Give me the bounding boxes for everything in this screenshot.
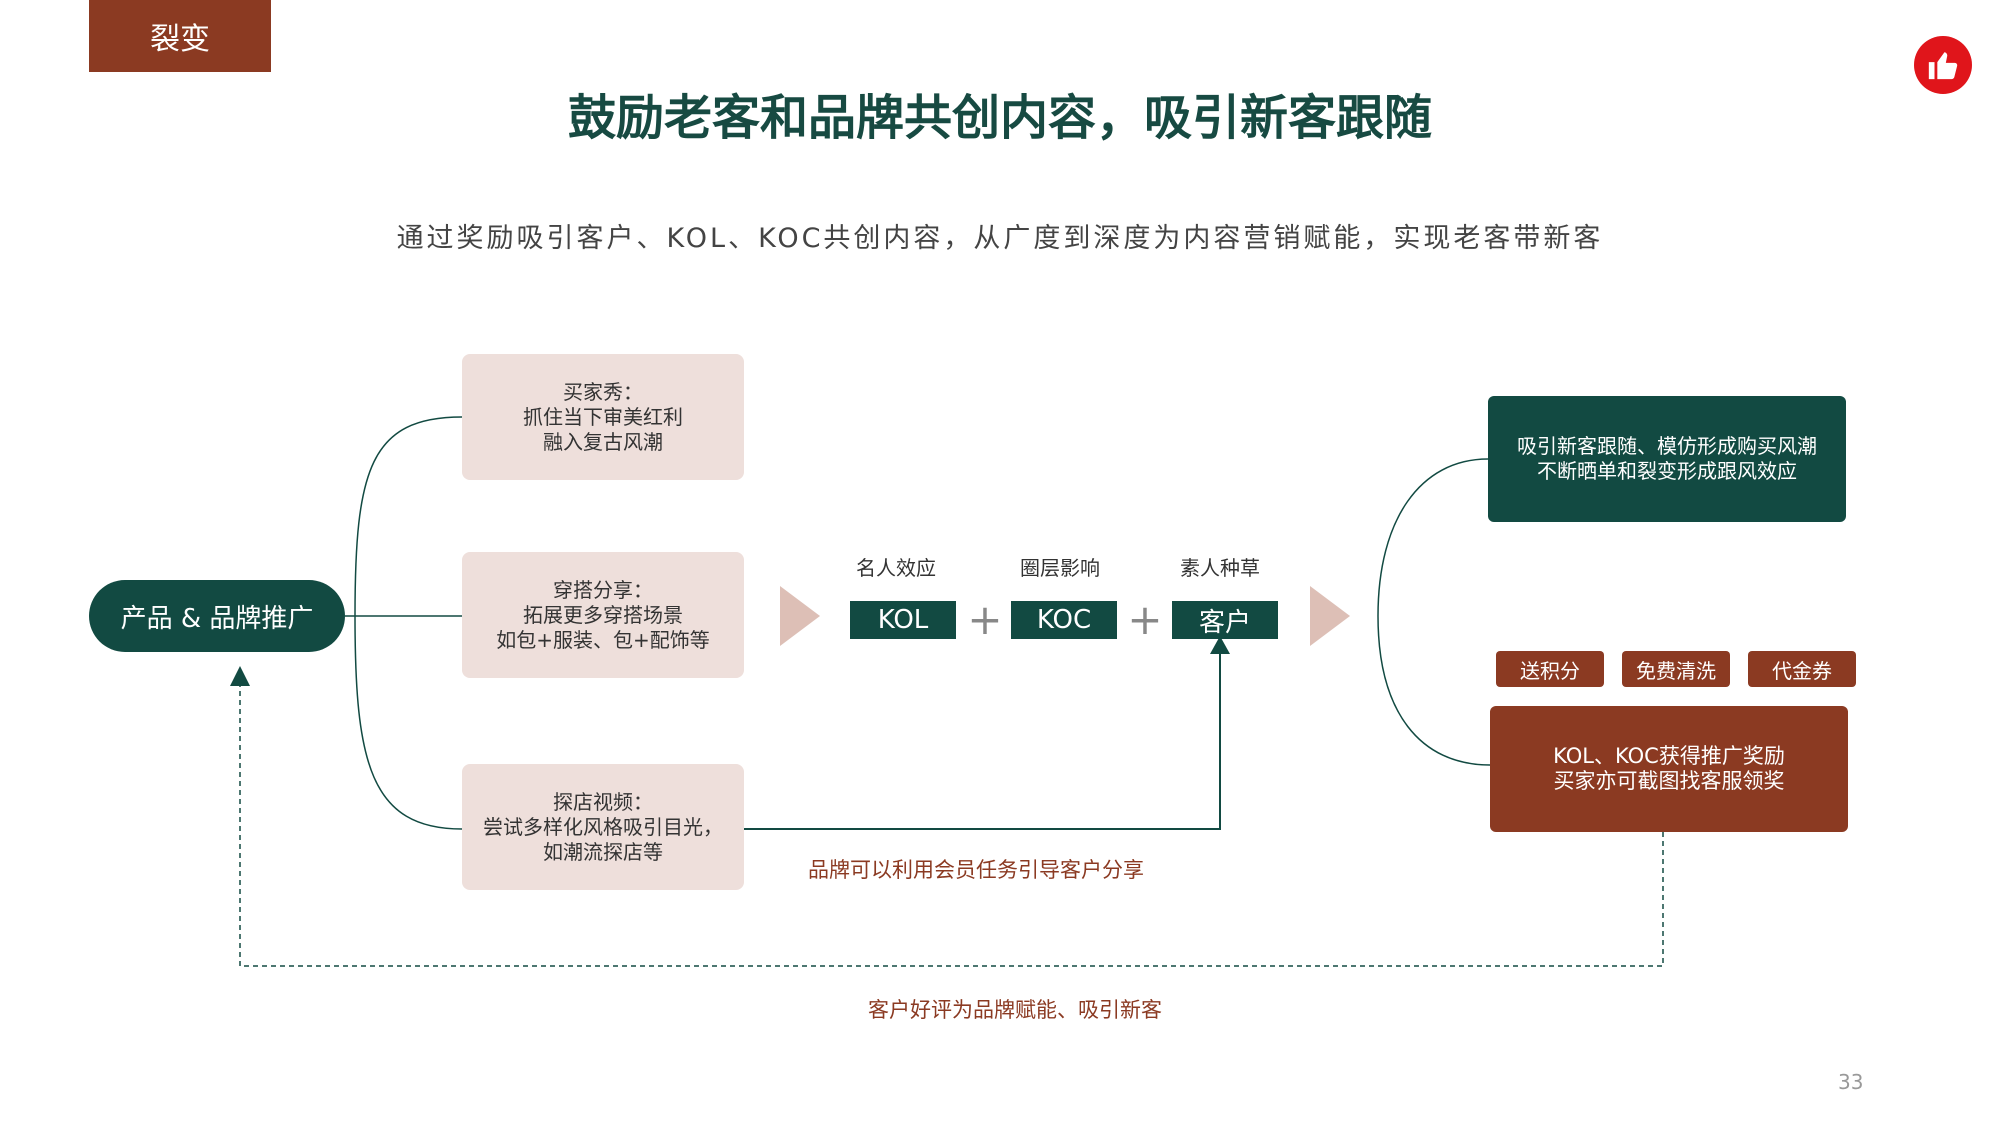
box-line: 融入复古风潮 — [543, 429, 663, 454]
box-line: 抓住当下审美红利 — [523, 404, 683, 429]
reward-badge: 代金券 — [1748, 651, 1856, 687]
page-number: 33 — [1838, 1070, 1864, 1094]
box-line: 如潮流探店等 — [543, 839, 663, 864]
box-line: KOL、KOC获得推广奖励 — [1553, 744, 1785, 768]
reward-box: KOL、KOC获得推广奖励 买家亦可截图找客服领奖 — [1490, 706, 1848, 832]
arrow-right-icon — [780, 586, 820, 646]
influencer-caption: 圈层影响 — [1020, 556, 1100, 580]
box-line: 吸引新客跟随、模仿形成购买风潮 — [1517, 434, 1817, 458]
box-line: 探店视频： — [553, 789, 653, 814]
box-line: 买家亦可截图找客服领奖 — [1553, 769, 1785, 793]
content-box-outfit-share: 穿搭分享： 拓展更多穿搭场景 如包+服装、包+配饰等 — [462, 552, 744, 678]
page-title: 鼓励老客和品牌共创内容，吸引新客跟随 — [567, 90, 1432, 146]
customer-box: 客户 — [1172, 601, 1278, 639]
subtitle: 通过奖励吸引客户、KOL、KOC共创内容，从广度到深度为内容营销赋能，实现老客带… — [396, 223, 1604, 254]
box-line: 不断晒单和裂变形成跟风效应 — [1537, 459, 1797, 483]
kol-box: KOL — [850, 601, 956, 639]
source-node: 产品 & 品牌推广 — [89, 580, 345, 652]
box-line: 如包+服装、包+配饰等 — [496, 627, 710, 652]
influencer-caption: 名人效应 — [856, 556, 936, 580]
reward-badge: 送积分 — [1496, 651, 1604, 687]
content-box-buyer-show: 买家秀： 抓住当下审美红利 融入复古风潮 — [462, 354, 744, 480]
box-line: 买家秀： — [563, 379, 643, 404]
feedback-note: 客户好评为品牌赋能、吸引新客 — [868, 998, 1162, 1022]
thumbs-up-icon — [1914, 36, 1972, 94]
reward-badge: 免费清洗 — [1622, 651, 1730, 687]
plus-icon: + — [967, 595, 1003, 644]
plus-icon: + — [1127, 595, 1163, 644]
box-line: 拓展更多穿搭场景 — [523, 602, 683, 627]
member-note: 品牌可以利用会员任务引导客户分享 — [808, 858, 1144, 882]
box-line: 穿搭分享： — [553, 577, 653, 602]
influencer-caption: 素人种草 — [1180, 556, 1260, 580]
content-box-store-video: 探店视频： 尝试多样化风格吸引目光， 如潮流探店等 — [462, 764, 744, 890]
arrow-right-icon — [1310, 586, 1350, 646]
box-line: 尝试多样化风格吸引目光， — [483, 814, 723, 839]
section-tag: 裂变 — [89, 0, 271, 72]
koc-box: KOC — [1011, 601, 1117, 639]
result-box: 吸引新客跟随、模仿形成购买风潮 不断晒单和裂变形成跟风效应 — [1488, 396, 1846, 522]
